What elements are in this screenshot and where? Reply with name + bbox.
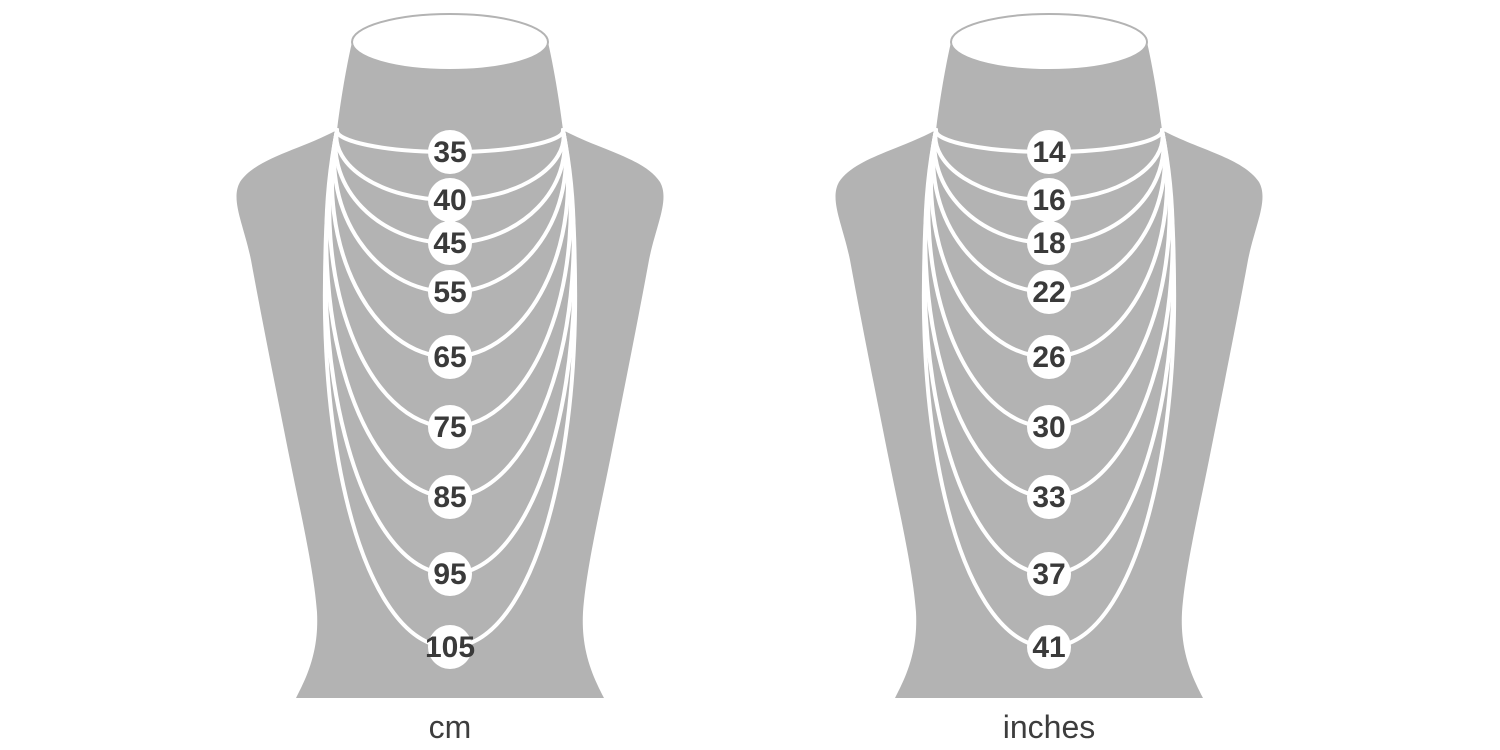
strand-group: 35 40 45 55 65 75 85 95 105 (322, 128, 578, 669)
size-badge-label: 30 (1032, 411, 1065, 444)
size-badge (428, 625, 472, 669)
unit-label: inches (1003, 709, 1096, 745)
size-badge (428, 178, 472, 222)
size-badge-label: 41 (1032, 631, 1065, 664)
size-badge-label: 26 (1032, 341, 1065, 374)
neck-top-ellipse (351, 13, 549, 71)
unit-label: cm (429, 709, 472, 745)
size-badge (1027, 178, 1071, 222)
size-badge (428, 475, 472, 519)
size-badge-label: 14 (1032, 136, 1066, 169)
size-badge-label: 85 (433, 481, 466, 514)
size-badge-label: 105 (425, 631, 475, 664)
size-badge-label: 18 (1032, 227, 1065, 260)
size-badge (428, 335, 472, 379)
size-badge (1027, 270, 1071, 314)
size-badge (428, 405, 472, 449)
size-badge (428, 221, 472, 265)
size-badge (1027, 335, 1071, 379)
size-badge (428, 130, 472, 174)
size-badge-label: 45 (433, 227, 466, 260)
size-badge-label: 16 (1032, 184, 1065, 217)
size-badge (1027, 625, 1071, 669)
size-badge-label: 22 (1032, 276, 1065, 309)
size-badge-label: 75 (433, 411, 466, 444)
size-badge-label: 95 (433, 558, 466, 591)
size-badge-label: 65 (433, 341, 466, 374)
size-badge (1027, 221, 1071, 265)
size-badge-label: 40 (433, 184, 466, 217)
neck-top-ellipse (950, 13, 1148, 71)
size-badge-label: 37 (1032, 558, 1065, 591)
size-badge (1027, 552, 1071, 596)
size-badge (1027, 130, 1071, 174)
size-badge (428, 552, 472, 596)
cm-bust-diagram: 35 40 45 55 65 75 85 95 105 cm (236, 13, 664, 745)
size-badge (1027, 475, 1071, 519)
size-badge-label: 33 (1032, 481, 1065, 514)
inches-bust-diagram: 14 16 18 22 26 30 33 37 41 inches (835, 13, 1263, 745)
strand-group: 14 16 18 22 26 30 33 37 41 (921, 128, 1177, 669)
size-badge-label: 55 (433, 276, 466, 309)
size-badge (1027, 405, 1071, 449)
size-badge (428, 270, 472, 314)
size-badge-label: 35 (433, 136, 466, 169)
